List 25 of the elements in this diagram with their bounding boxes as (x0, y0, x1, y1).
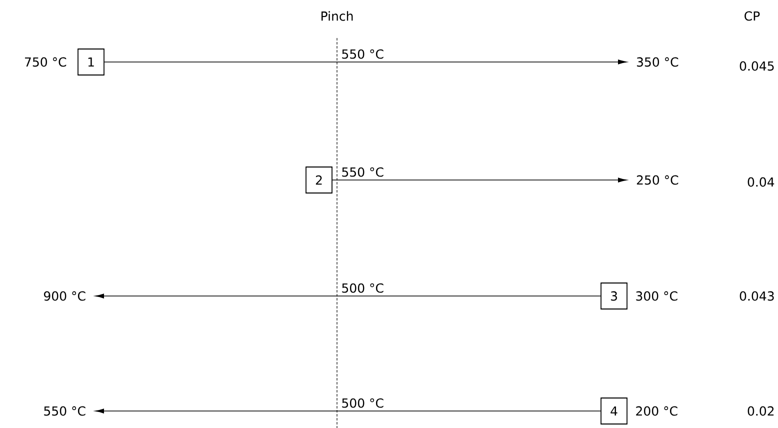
temperature-label: 200 °C (636, 406, 678, 416)
arrow (104, 60, 627, 64)
temperature-label: 300 °C (636, 291, 678, 301)
arrow (95, 408, 601, 414)
stream-box: 1 (78, 48, 104, 76)
temperature-label: 250 °C (636, 175, 678, 185)
edge-label: 550 °C (342, 167, 384, 177)
temperature-label: 750 °C (25, 57, 66, 67)
cp-value: 0.04 (748, 177, 774, 187)
temperature-label: 550 °C (44, 406, 86, 416)
temperature-label: 350 °C (636, 57, 678, 67)
temperature-label: 900 °C (44, 291, 86, 301)
cp-value: 0.045 (740, 61, 774, 71)
cp-value: 0.02 (748, 406, 774, 416)
edge-label: 500 °C (342, 283, 384, 293)
edge-label: 500 °C (342, 398, 384, 408)
column-header: CP (744, 11, 760, 21)
stream-box: 2 (306, 166, 332, 194)
cp-value: 0.043 (740, 291, 774, 301)
edge-label: 550 °C (342, 49, 384, 59)
stream-box: 3 (600, 282, 628, 310)
pinch-label: Pinch (322, 11, 353, 21)
arrow (95, 294, 601, 298)
arrow (332, 178, 627, 182)
stream-box: 4 (600, 398, 628, 424)
